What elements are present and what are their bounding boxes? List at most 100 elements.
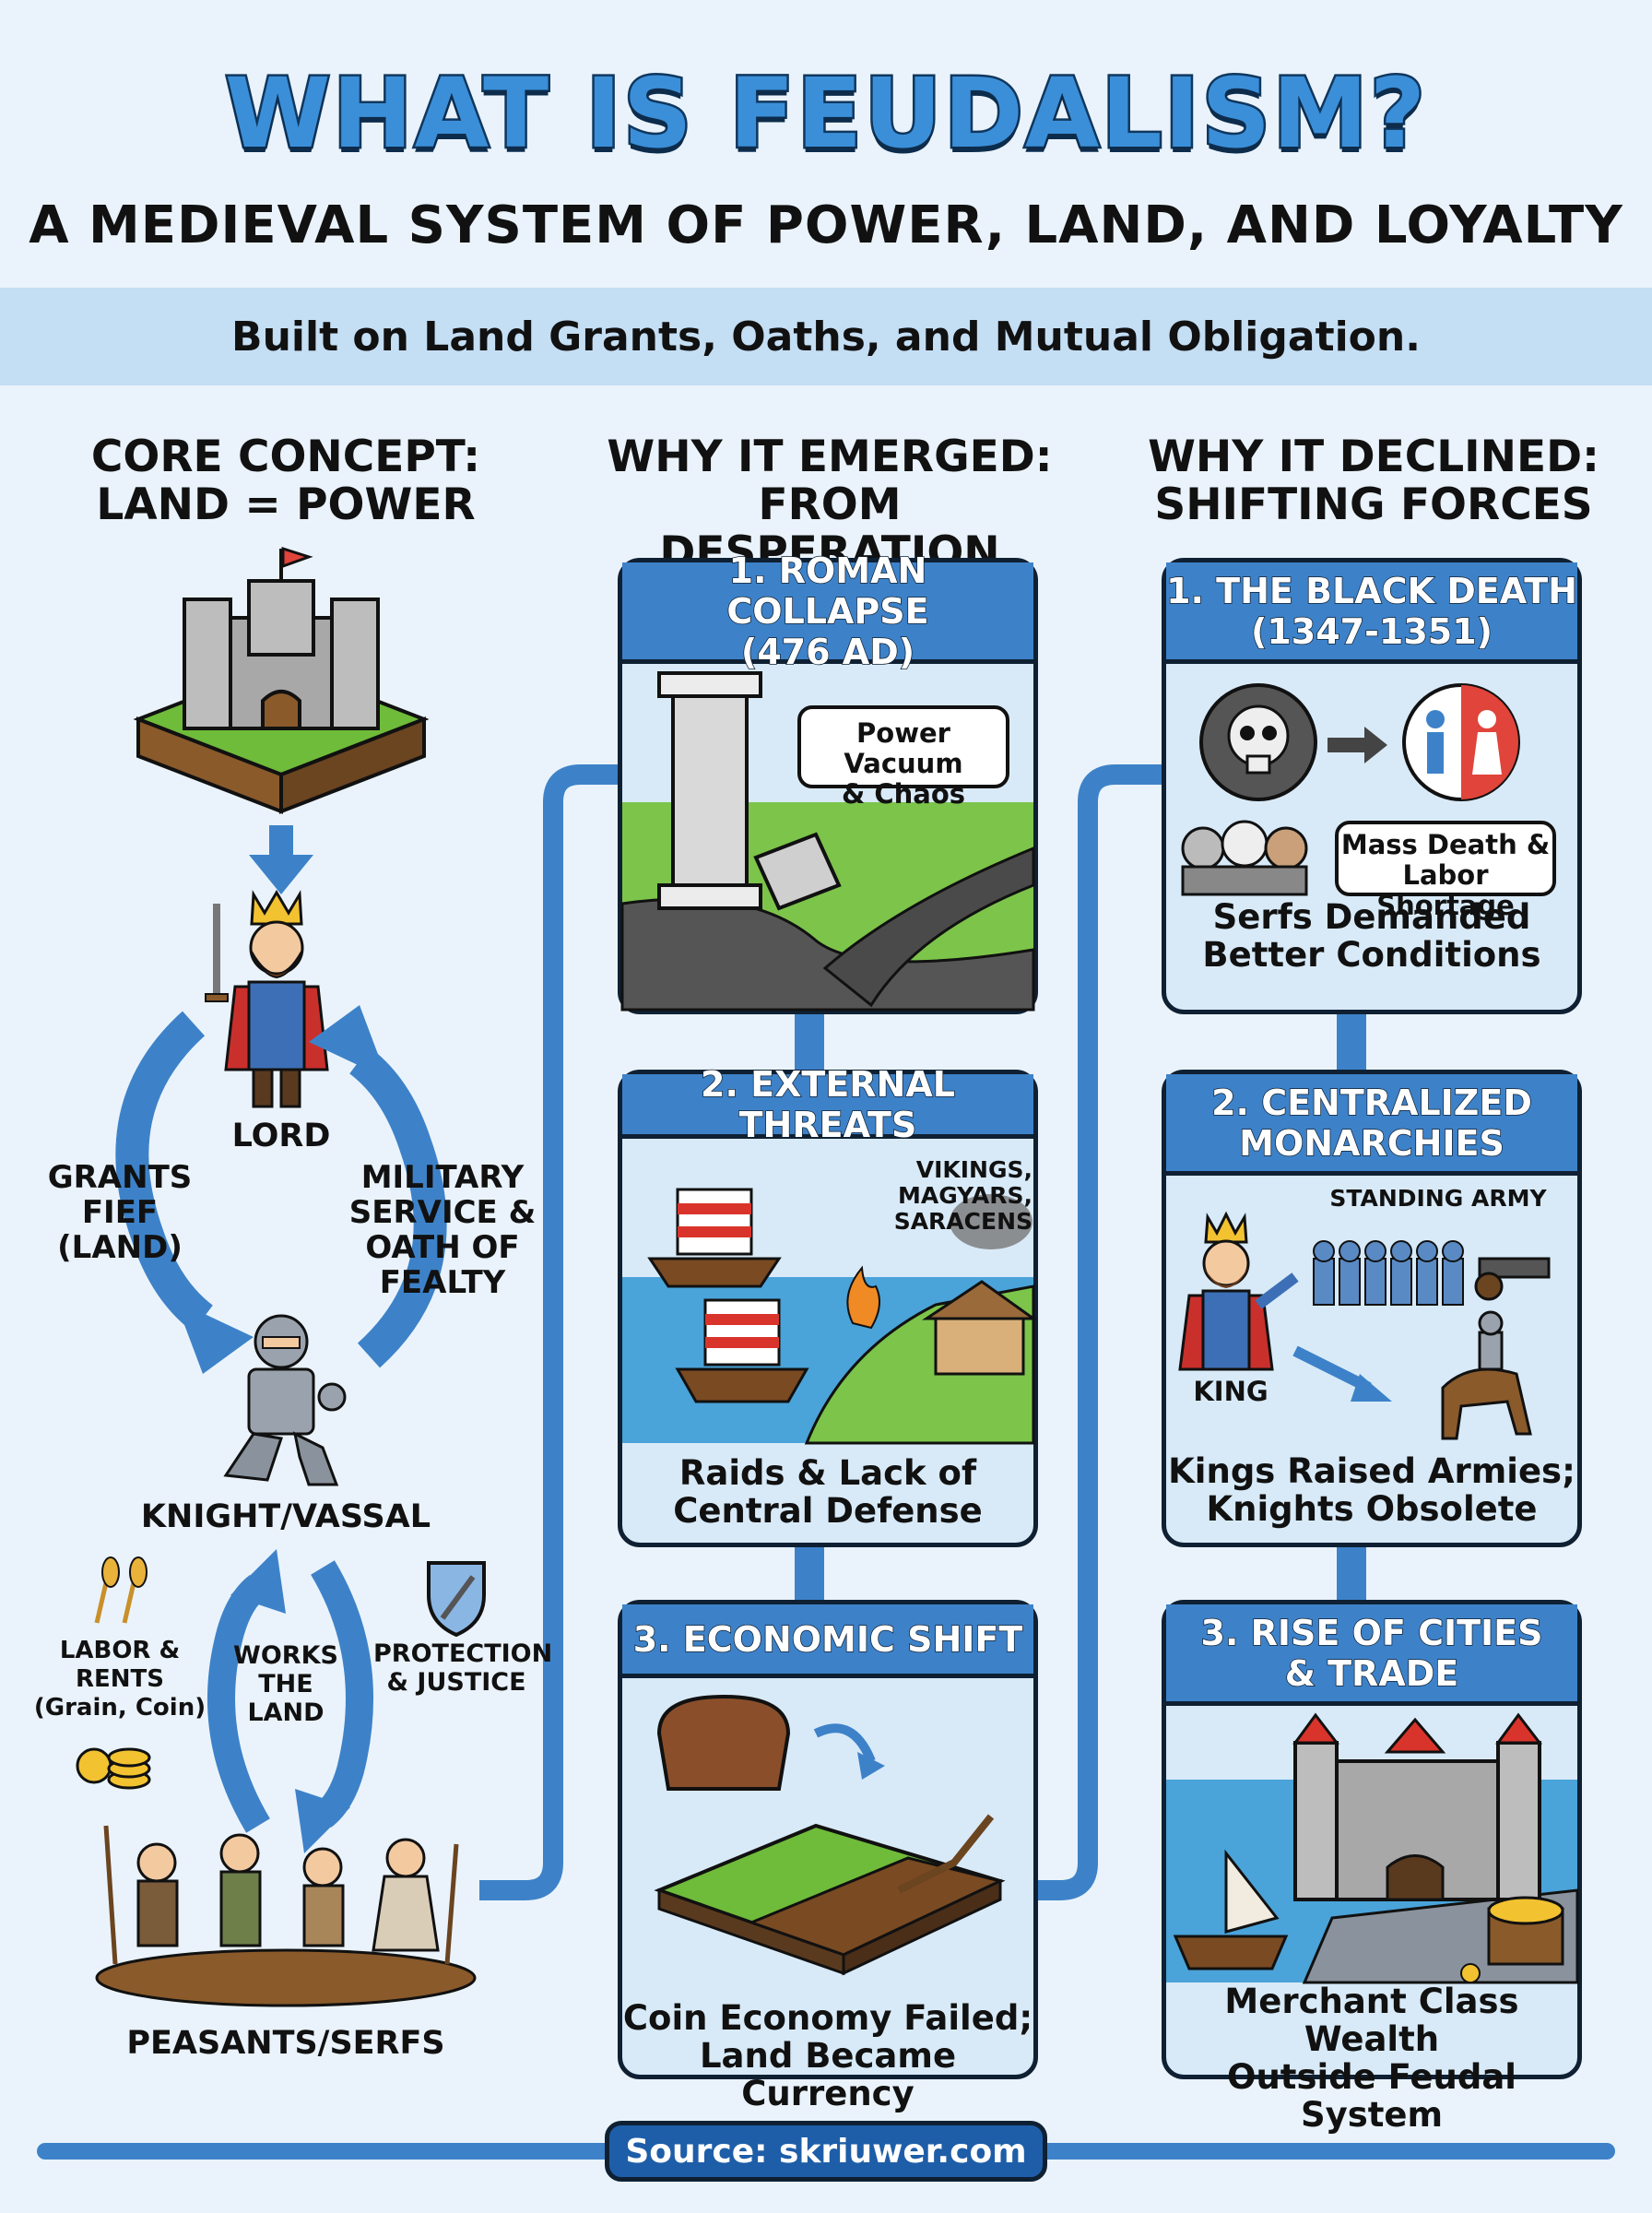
declined-heading: WHY IT DECLINED: SHIFTING FORCES [1134,433,1613,529]
soldiers-icon [1313,1240,1464,1306]
monarchies-title: 2. CENTRALIZED MONARCHIES [1166,1074,1577,1176]
external-threats-title: 2. EXTERNAL THREATS [622,1063,1033,1145]
arrow-icon [813,1723,876,1763]
external-threats-illustration [622,1139,1038,1445]
core-heading: CORE CONCEPT: LAND = POWER [55,433,516,529]
external-threats-caption: Raids & Lack of Central Defense [622,1443,1033,1530]
power-vacuum-line2: & Chaos [841,778,966,810]
works-land-line1: WORKS [233,1641,338,1670]
plough-icon [897,1814,995,1894]
power-vacuum-bubble: Power Vacuum & Chaos [797,705,1009,810]
economic-shift-caption-line2: Land Became Currency [699,2036,957,2113]
labor-rents-line1: LABOR & [59,1637,181,1664]
tagline-text: Built on Land Grants, Oaths, and Mutual … [231,313,1421,361]
coins-icon [76,1747,151,1790]
cannon-icon [1478,1257,1551,1279]
labor-rents-line3: (Grain, Coin) [33,1694,206,1722]
declined-heading-line2: SHIFTING FORCES [1154,479,1593,530]
roman-collapse-title-line1: 1. ROMAN COLLAPSE [726,550,930,633]
black-death-caption-line1: Serfs Demanded [1212,897,1531,937]
king-icon [1204,1211,1248,1244]
castle-icon [133,546,430,814]
peasants-label: PEASANTS/SERFS [126,2025,445,2062]
military-service-line4: FEALTY [379,1264,506,1301]
roman-collapse-title: 1. ROMAN COLLAPSE (476 AD) [622,550,1033,672]
invaders-note: VIKINGS, MAGYARS, SARACENS [774,1157,1032,1235]
protection-arrow-icon [311,1560,373,1828]
emerged-card-external-threats: 2. EXTERNAL THREATS Raids & Lack of Cent… [618,1063,1038,1547]
black-death-title: 1. THE BLACK DEATH (1347-1351) [1165,562,1578,664]
peasants-icon [95,1825,477,2007]
mass-death-bubble: Mass Death & Labor Shortage [1335,821,1556,921]
invaders-note-line2: SARACENS [893,1208,1032,1235]
black-death-caption-line2: Better Conditions [1202,935,1541,975]
works-land-label: WORKS THE LAND [217,1641,355,1727]
knight-icon [223,1314,347,1486]
black-death-title-line2: (1347-1351) [1250,610,1493,653]
protection-label: PROTECTION & JUSTICE [373,1639,553,1697]
king-label: KING [1193,1376,1268,1407]
rise-of-cities-caption: Merchant Class Wealth Outside Feudal Sys… [1166,1982,1577,2134]
black-death-illustration [1181,683,1520,896]
labor-rents-line2: RENTS [75,1665,164,1693]
lord-knight-cycle [115,1005,447,1374]
core-heading-line1: CORE CONCEPT: [90,432,481,482]
grants-fief-line1: GRANTS [47,1159,193,1196]
monarchies-title-line2: MONARCHIES [1238,1122,1504,1165]
arrow-right-icon [1328,727,1387,763]
rise-of-cities-illustration [1166,1712,1579,1984]
declined-card-centralized-monarchies: 2. CENTRALIZED MONARCHIES Kings Raised A… [1162,1070,1582,1547]
core-heading-line2: LAND = POWER [96,479,476,530]
source-badge[interactable]: Source: skriuwer.com [605,2121,1047,2182]
service-arrow-icon [348,1047,447,1368]
rise-of-cities-caption-line1: Merchant Class Wealth [1224,1982,1519,2059]
black-death-caption: Serfs Demanded Better Conditions [1166,894,1577,974]
lord-label: LORD [231,1118,331,1154]
lord-icon [205,890,329,1108]
military-service-label: MILITARY SERVICE & OATH OF FEALTY [346,1160,539,1300]
declined-heading-line1: WHY IT DECLINED: [1148,432,1599,482]
arrow-icon [1292,1345,1372,1393]
rise-of-cities-title-line1: 3. RISE OF CITIES [1200,1612,1543,1654]
standing-army-label: STANDING ARMY [1329,1185,1547,1212]
protection-line1: PROTECTION [373,1639,553,1668]
power-vacuum-line1: Power Vacuum [844,717,963,779]
economic-shift-caption-line1: Coin Economy Failed; [622,1998,1033,2038]
military-service-line1: MILITARY [360,1159,525,1196]
mass-death-line1: Mass Death & [1340,829,1551,860]
tagline-band: Built on Land Grants, Oaths, and Mutual … [0,288,1652,385]
monarchies-caption-line2: Knights Obsolete [1206,1489,1538,1529]
monarchies-illustration [1178,1211,1551,1440]
viking-ship-icon [647,1257,782,1288]
rise-of-cities-title: 3. RISE OF CITIES & TRADE [1166,1604,1577,1706]
page-title: WHAT IS FEUDALISM? [222,55,1428,172]
roman-collapse-illustration [620,671,1035,1012]
knight-label: KNIGHT/VASSAL [140,1498,431,1535]
declined-card-black-death: 1. THE BLACK DEATH (1347-1351) Serfs Dem… [1162,558,1582,1014]
victims-icon [1181,826,1225,870]
monarchies-title-line1: 2. CENTRALIZED [1210,1082,1532,1124]
emerged-heading-line1: WHY IT EMERGED: [607,432,1053,482]
grants-fief-label: GRANTS FIEF (LAND) [28,1160,212,1265]
page-subtitle: A MEDIEVAL SYSTEM OF POWER, LAND, AND LO… [29,195,1623,255]
wheat-icon [94,1556,148,1624]
roman-collapse-title-line2: (476 AD) [740,631,915,673]
arrow-down-icon [249,825,313,894]
emerged-to-declined-line [1031,764,1163,1900]
ship-icon [1173,1935,1289,1970]
grants-arrow-icon [115,1011,214,1332]
shield-icon [427,1561,486,1638]
declined-card-rise-of-cities: 3. RISE OF CITIES & TRADE Merchant Class… [1162,1600,1582,2134]
source-text[interactable]: Source: skriuwer.com [625,2132,1027,2171]
external-threats-caption-line2: Central Defense [673,1491,983,1531]
works-land-arrow-icon [207,1575,270,1833]
core-to-emerged-line [479,764,620,1900]
military-service-line3: OATH OF [365,1229,520,1266]
monarchies-caption: Kings Raised Armies; Knights Obsolete [1166,1452,1577,1528]
fire-icon [846,1265,880,1330]
rise-of-cities-title-line2: & TRADE [1284,1652,1459,1695]
labor-rents-label: LABOR & RENTS (Grain, Coin) [28,1637,212,1722]
economic-shift-caption: Coin Economy Failed; Land Became Currenc… [622,1982,1033,2112]
knight-peasant-cycle [207,1549,373,1853]
works-land-line2: THE LAND [247,1670,324,1727]
